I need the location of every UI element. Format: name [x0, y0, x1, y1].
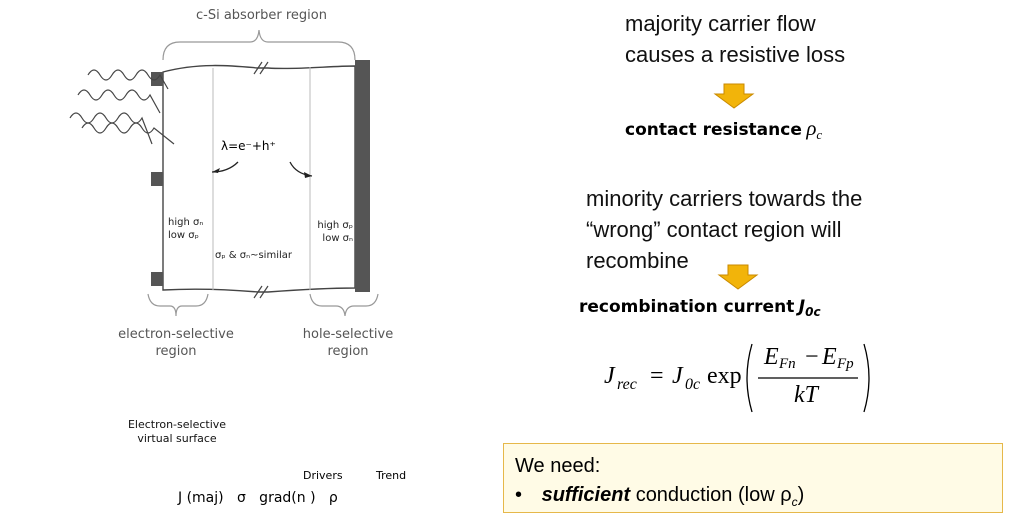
eq-num-right: E	[822, 344, 837, 370]
down-arrow-2	[717, 264, 759, 290]
majority-line1: majority carrier flow	[625, 11, 816, 36]
eq-parentheses	[746, 343, 870, 413]
minority-line3: recombine	[586, 248, 689, 273]
electron-contact-3	[151, 272, 163, 286]
requirement-item-1: • sufficient conduction (low ρc)	[515, 484, 804, 509]
eq-equals: =	[650, 363, 664, 389]
middle-sigma-label: σₚ & σₙ~similar	[215, 250, 293, 261]
eq-j-sub: 0c	[685, 376, 701, 393]
eq-j: J	[672, 363, 683, 389]
eq-denominator: kT	[794, 382, 818, 408]
light-waves	[69, 69, 175, 145]
electron-label-line1: electron-selective	[118, 327, 234, 342]
j0c-subscript: 0c	[805, 305, 821, 320]
minority-line1: minority carriers towards the	[586, 186, 863, 211]
eq-num-right-sub: Fp	[837, 356, 854, 372]
eq-num-left: E	[764, 344, 779, 370]
rho-subscript: c	[816, 127, 823, 143]
absorber-diagram	[69, 29, 379, 317]
eq-exp: exp	[707, 363, 742, 389]
virtual-title-line1: Electron-selective	[127, 418, 227, 431]
majority-carrier-text: majority carrier flow causes a resistive…	[625, 8, 845, 70]
eq-lhs: J	[604, 363, 615, 389]
down-arrow-1	[713, 83, 755, 109]
majority-line2: causes a resistive loss	[625, 42, 846, 67]
hole-label-line1: hole-selective	[302, 327, 394, 342]
right-region-sigma: high σₚ low σₙ	[311, 219, 353, 245]
recombination-current-line: recombination current J0c	[579, 297, 821, 319]
virtual-title-line2: virtual surface	[137, 432, 217, 445]
lambda-label: λ=e⁻+h⁺	[221, 139, 276, 153]
requirement-close: )	[797, 484, 805, 506]
recombination-current-label: recombination current	[579, 297, 795, 317]
virtual-surface-title: Electron-selective virtual surface	[118, 418, 236, 446]
drivers-header: Drivers	[303, 469, 343, 482]
hole-contact-bar	[355, 60, 370, 292]
requirement-bold: sufficient	[541, 484, 631, 506]
right-sigma-line1: high σₚ	[317, 220, 353, 231]
j0c-symbol: J	[798, 297, 806, 317]
right-sigma-line2: low σₙ	[322, 233, 353, 244]
hole-brace	[309, 293, 379, 317]
requirements-box: We need: • sufficient conduction (low ρc…	[503, 443, 1003, 513]
partial-row: J (maj) σ grad(n ) ρ	[178, 490, 338, 506]
contact-resistance-label: contact resistance	[625, 120, 802, 140]
eq-minus: −	[805, 344, 819, 370]
electron-brace	[147, 293, 209, 317]
eq-num-left-sub: Fn	[779, 356, 796, 372]
left-region-sigma: high σₙ low σₚ	[168, 216, 203, 242]
minority-line2: “wrong” contact region will	[586, 217, 842, 242]
left-sigma-line1: high σₙ	[168, 217, 204, 228]
hole-selective-label: hole-selective region	[294, 326, 402, 360]
trend-header: Trend	[376, 469, 407, 482]
electron-label-line2: region	[155, 344, 197, 359]
recombination-equation: J rec = J 0c exp E Fn − E Fp kT	[604, 340, 884, 416]
requirement-rest: conduction (low ρ	[635, 484, 792, 506]
break-mark-top	[253, 61, 269, 75]
break-mark-bottom	[253, 285, 269, 299]
contact-resistance-line: contact resistance ρc	[625, 116, 822, 143]
electron-contact-2	[151, 172, 163, 186]
eq-lhs-sub: rec	[617, 376, 637, 393]
bullet: •	[515, 484, 523, 506]
absorber-region-label: c-Si absorber region	[196, 8, 327, 23]
minority-carrier-text: minority carriers towards the “wrong” co…	[586, 183, 862, 276]
left-sigma-line2: low σₚ	[168, 230, 199, 241]
hole-label-line2: region	[327, 344, 369, 359]
requirements-title: We need:	[515, 455, 601, 477]
top-brace	[162, 29, 356, 61]
electron-selective-label: electron-selective region	[112, 326, 240, 360]
rho-symbol: ρ	[806, 116, 817, 140]
